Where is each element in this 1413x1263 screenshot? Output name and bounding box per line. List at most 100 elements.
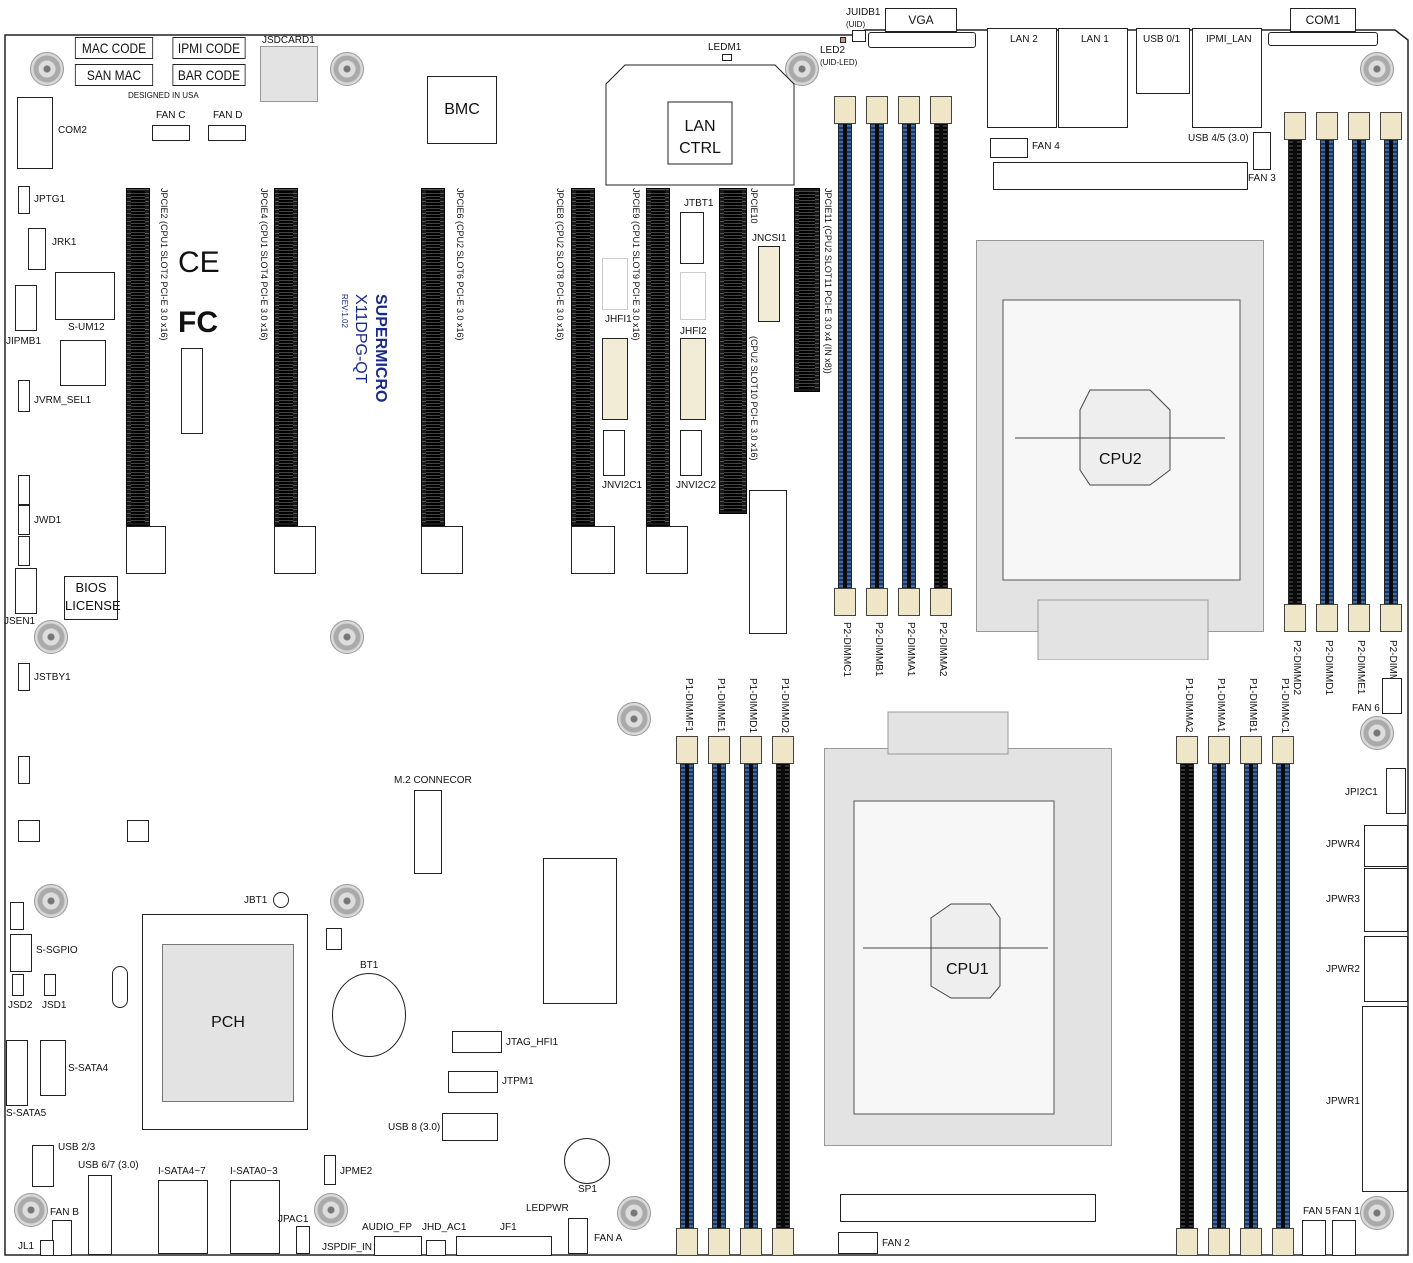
lan1-port: LAN 1	[1058, 28, 1128, 128]
jhd-ac1-label: JHD_AC1	[422, 1222, 467, 1233]
jwd1-jumper	[18, 505, 30, 535]
mounting-hole	[14, 1193, 48, 1227]
dimm-slot	[712, 756, 726, 1236]
jpcie4-label: JPCIE4 (CPU1 SLOT4 PCI-E 3.0 x16)	[259, 188, 269, 341]
button[interactable]	[18, 820, 40, 842]
jpwr3-connector	[1364, 868, 1408, 932]
mac-code-label: MAC CODE	[74, 37, 154, 59]
jpwr2-label: JPWR2	[1326, 964, 1360, 975]
jrk1-label: JRK1	[52, 237, 77, 248]
jbt1-label: JBT1	[244, 895, 268, 906]
jpwr1-connector	[1362, 1006, 1408, 1192]
s-sata4-label: S-SATA4	[68, 1063, 109, 1074]
designed-in-label: DESIGNED IN USA	[128, 91, 199, 100]
jsen1-header	[15, 568, 37, 614]
jpwr4-connector	[1364, 825, 1408, 867]
jnvi2c2-header	[680, 430, 702, 476]
jf1-label: JF1	[500, 1222, 517, 1233]
dimm-clip	[1208, 736, 1230, 764]
jumper	[18, 756, 30, 784]
supermicro-logo: SUPERMICRO	[372, 294, 389, 403]
usb01-port: USB 0/1	[1136, 28, 1190, 94]
dimm-label: P1-DIMMD1	[747, 678, 758, 734]
dimm-clip	[834, 96, 856, 124]
jpi2c1-label: JPI2C1	[1345, 787, 1378, 798]
dimm-clip	[1348, 604, 1370, 632]
jpwr1-label: JPWR1	[1326, 1096, 1360, 1107]
com2-header	[17, 97, 53, 169]
pcie-slot-8-foot	[571, 526, 615, 574]
jvrm-sel1-label: JVRM_SEL1	[34, 395, 92, 406]
pcie-slot-9	[646, 188, 670, 526]
dimm-slot	[838, 116, 852, 596]
dimm-label: P1-DIMMB1	[1247, 678, 1258, 733]
jptg1-jumper	[18, 186, 30, 214]
dimm-slot	[744, 756, 758, 1236]
jsdcard1-label: JSDCARD1	[262, 35, 315, 46]
i-sata03-label: I-SATA0~3	[230, 1166, 278, 1177]
jumper	[10, 902, 24, 930]
dimm-clip	[1284, 112, 1306, 140]
mounting-hole	[330, 52, 364, 86]
uid-button[interactable]	[852, 30, 866, 42]
jsd1-label: JSD1	[42, 1000, 67, 1011]
bottom-bracket	[840, 1194, 1096, 1222]
dimm-clip	[772, 736, 794, 764]
jumper	[18, 475, 30, 505]
ledm1-led	[722, 54, 732, 61]
battery-bt1	[332, 973, 406, 1057]
dimm-clip	[1272, 736, 1294, 764]
fan-a-label: FAN A	[594, 1233, 623, 1244]
pcie-slot-10	[719, 188, 747, 514]
dimm-label: P1-DIMME1	[715, 678, 726, 733]
dimm-slot	[1352, 132, 1366, 612]
dimm-label: P1-DIMMD2	[779, 678, 790, 734]
fan3-header	[1253, 132, 1271, 170]
ledpwr-label: LEDPWR	[526, 1203, 569, 1214]
pcie-slot-4	[274, 188, 298, 526]
fan-a-header	[568, 1218, 588, 1254]
jstby1-label: JSTBY1	[34, 672, 71, 683]
jipmb1-header	[15, 285, 37, 331]
jtpm1-header	[448, 1071, 498, 1093]
jsd1-jumper	[44, 974, 56, 996]
bt1-label: BT1	[360, 960, 379, 971]
dimm-label: P2-DIMMA1	[905, 622, 916, 677]
usb67-label: USB 6/7 (3.0)	[78, 1160, 139, 1171]
pcie-slot-2-foot	[126, 526, 166, 574]
jtbt1-header	[680, 212, 704, 264]
button[interactable]	[127, 820, 149, 842]
dimm-clip	[930, 96, 952, 124]
ledm1-label: LEDM1	[708, 42, 742, 53]
dimm-label: P2-DIMME1	[1355, 640, 1366, 695]
mounting-hole	[1360, 1196, 1394, 1230]
dimm-label: P1-DIMMA2	[1183, 678, 1194, 733]
dimm-label: P1-DIMMA1	[1215, 678, 1226, 733]
fan5-label: FAN 5	[1303, 1206, 1331, 1217]
s-sata5-connector	[6, 1040, 28, 1106]
jncsi1-label: JNCSI1	[752, 233, 787, 244]
fan-d-label: FAN D	[213, 110, 243, 121]
jl1-header	[40, 1240, 54, 1256]
jspdif-label: JSPDIF_IN	[322, 1242, 373, 1253]
jnvi2c1-label: JNVI2C1	[602, 480, 643, 491]
dimm-clip	[1380, 604, 1402, 632]
dimm-clip	[1176, 736, 1198, 764]
dimm-slot	[934, 116, 948, 596]
usb45-label: USB 4/5 (3.0)	[1188, 133, 1249, 144]
jtag-hfi1-header	[452, 1031, 502, 1053]
led2-label: LED2	[820, 45, 846, 56]
jncsi1-header	[758, 246, 780, 322]
pcie-slot-6-foot	[421, 526, 463, 574]
dimm-slot	[902, 116, 916, 596]
jpi2c1-header	[1386, 768, 1406, 814]
dimm-slot	[870, 116, 884, 596]
com2-label: COM2	[58, 125, 87, 136]
m2-label: M.2 CONNECOR	[394, 775, 472, 786]
uid-led-label: (UID-LED)	[820, 58, 858, 67]
oscillator	[112, 966, 128, 1008]
s-sgpio-label: S-SGPIO	[36, 945, 78, 956]
dimm-clip	[708, 1228, 730, 1256]
fan-c-header	[152, 125, 190, 141]
